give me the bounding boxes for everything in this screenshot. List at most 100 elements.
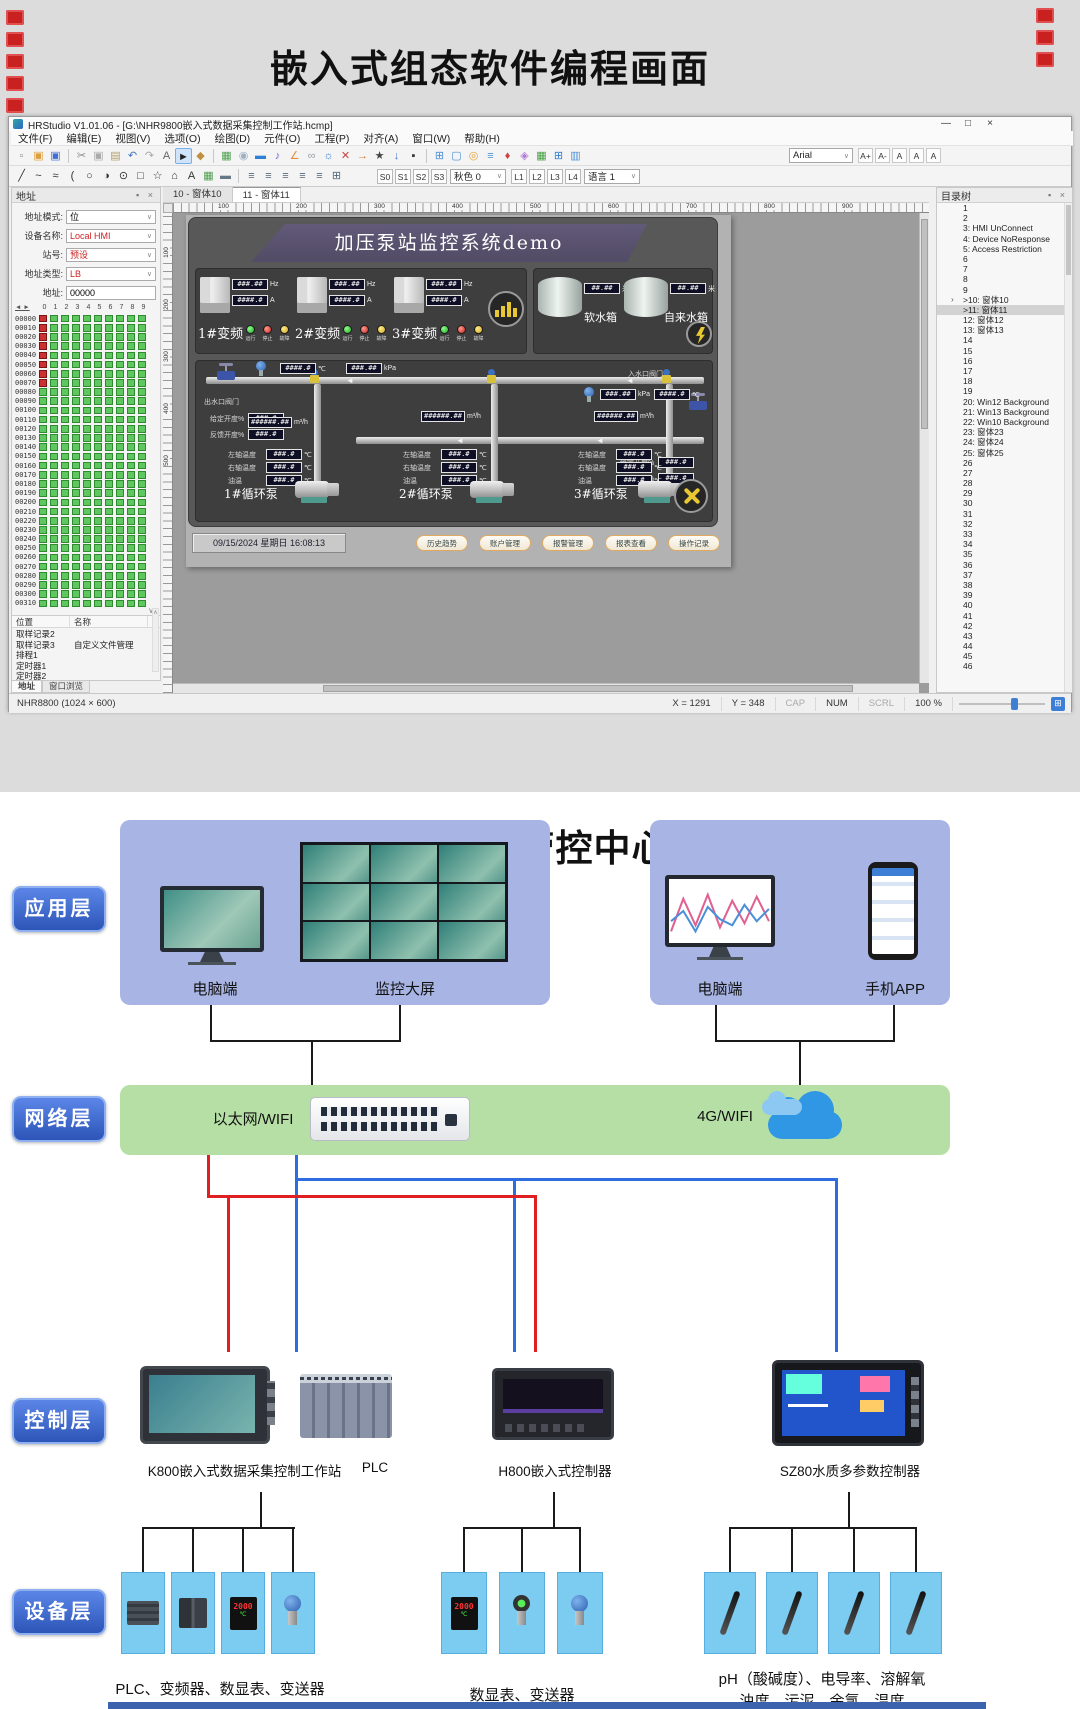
grid-cell[interactable] xyxy=(61,342,69,350)
grid-cell[interactable] xyxy=(72,397,80,406)
grid-cell[interactable] xyxy=(39,379,47,387)
tree-item[interactable]: 15 xyxy=(937,346,1072,356)
grid-cell[interactable] xyxy=(127,572,135,580)
grid-cell[interactable] xyxy=(94,425,102,433)
redo-icon[interactable]: ↷ xyxy=(144,149,155,162)
grid-cell[interactable] xyxy=(127,489,135,497)
minimize-button[interactable]: — xyxy=(941,118,951,129)
list-scrollbar[interactable]: ∧ xyxy=(152,608,159,672)
grid-cell[interactable] xyxy=(50,526,58,534)
grid-cell[interactable] xyxy=(105,379,113,387)
grid-cell[interactable] xyxy=(105,415,113,424)
grid-cell[interactable] xyxy=(72,342,80,350)
language-button[interactable]: L1 xyxy=(511,168,527,184)
grid-cell[interactable] xyxy=(127,434,135,442)
menu-item[interactable]: 元件(O) xyxy=(264,132,301,145)
grid-cell[interactable] xyxy=(116,470,124,479)
grid-cell[interactable] xyxy=(127,415,135,424)
grid-cell[interactable] xyxy=(105,461,113,470)
hmi-nav-button[interactable]: 报表查看 xyxy=(605,535,657,551)
layers-icon[interactable]: ≡ xyxy=(487,149,494,162)
grid-cell[interactable] xyxy=(127,388,135,396)
grid-cell[interactable] xyxy=(50,406,58,415)
grid-cell[interactable] xyxy=(83,498,91,507)
paste-icon[interactable]: ▤ xyxy=(110,149,121,162)
grid-cell[interactable] xyxy=(138,461,146,470)
grid-cell[interactable] xyxy=(116,562,124,571)
circle-icon[interactable]: ○ xyxy=(86,170,93,182)
grid-cell[interactable] xyxy=(138,351,146,360)
menu-item[interactable]: 帮助(H) xyxy=(464,132,500,145)
grid-cell[interactable] xyxy=(94,443,102,452)
grid-cell[interactable] xyxy=(127,516,135,525)
grid-cell[interactable] xyxy=(50,397,58,406)
grid-cell[interactable] xyxy=(105,425,113,433)
grid-cell[interactable] xyxy=(127,461,135,470)
scrollbar-thumb[interactable] xyxy=(921,219,928,429)
grid-cell[interactable] xyxy=(50,562,58,571)
grid-cell[interactable] xyxy=(39,535,47,543)
grid-cell[interactable] xyxy=(116,498,124,507)
state-button[interactable]: S3 xyxy=(431,168,447,184)
grid-cell[interactable] xyxy=(94,434,102,442)
grid-cell[interactable] xyxy=(61,452,69,461)
font-down-icon[interactable]: A- xyxy=(875,148,890,163)
grid-cell[interactable] xyxy=(72,360,80,369)
arrow-icon[interactable]: → xyxy=(357,149,368,162)
grid-cell[interactable] xyxy=(138,480,146,488)
grid-cell[interactable] xyxy=(50,480,58,488)
menu-item[interactable]: 视图(V) xyxy=(115,132,151,145)
grid-cell[interactable] xyxy=(61,507,69,516)
tree-item[interactable]: 13: 窗体13 xyxy=(937,325,1072,335)
new-icon[interactable]: ▫ xyxy=(19,149,24,162)
state-button[interactable]: S0 xyxy=(377,168,393,184)
grid-cell[interactable] xyxy=(83,443,91,452)
grid-cell[interactable] xyxy=(50,434,58,442)
grid-cell[interactable] xyxy=(116,461,124,470)
grid-cell[interactable] xyxy=(105,397,113,406)
tree-item[interactable]: 22: Win10 Background xyxy=(937,417,1072,427)
grid-cell[interactable] xyxy=(50,360,58,369)
grid-cell[interactable] xyxy=(72,572,80,580)
grid-cell[interactable] xyxy=(83,397,91,406)
tree-item[interactable]: 32 xyxy=(937,519,1072,529)
download-icon[interactable]: ↓ xyxy=(393,149,400,162)
grid-cell[interactable] xyxy=(72,333,80,341)
picture-icon[interactable]: ▦ xyxy=(203,170,214,182)
grid-cell[interactable] xyxy=(83,388,91,396)
grid-cell[interactable] xyxy=(83,507,91,516)
grid-cell[interactable] xyxy=(138,498,146,507)
underline-icon[interactable]: A xyxy=(926,148,941,163)
cursor-icon[interactable]: ► xyxy=(175,147,192,164)
grid-cell[interactable] xyxy=(94,379,102,387)
grid-cell[interactable] xyxy=(127,333,135,341)
language-button[interactable]: L3 xyxy=(547,168,563,184)
tree-item[interactable]: 31 xyxy=(937,509,1072,519)
grid-cell[interactable] xyxy=(61,333,69,341)
grid-cell[interactable] xyxy=(94,562,102,571)
grid-cell[interactable] xyxy=(50,425,58,433)
grid-cell[interactable] xyxy=(61,415,69,424)
grid-cell[interactable] xyxy=(83,461,91,470)
grid-cell[interactable] xyxy=(116,590,124,599)
align-center-icon[interactable]: ≡ xyxy=(265,170,272,182)
grid-cell[interactable] xyxy=(50,452,58,461)
grid-cell[interactable] xyxy=(72,406,80,415)
grid-cell[interactable] xyxy=(39,351,47,360)
grid-cell[interactable] xyxy=(94,351,102,360)
grid-cell[interactable] xyxy=(105,516,113,525)
grid-cell[interactable] xyxy=(138,333,146,341)
tree-item[interactable]: 30 xyxy=(937,498,1072,508)
grid-cell[interactable] xyxy=(61,369,69,378)
grid-cell[interactable] xyxy=(83,516,91,525)
grid-cell[interactable] xyxy=(138,434,146,442)
tree-item[interactable]: 8 xyxy=(937,274,1072,284)
grid-cell[interactable] xyxy=(83,360,91,369)
grid-cell[interactable] xyxy=(116,360,124,369)
grid-cell[interactable] xyxy=(105,323,113,332)
menu-item[interactable]: 对齐(A) xyxy=(363,132,399,145)
grid-cell[interactable] xyxy=(61,443,69,452)
grid-cell[interactable] xyxy=(61,461,69,470)
grid-cell[interactable] xyxy=(138,470,146,479)
state-button[interactable]: S2 xyxy=(413,168,429,184)
